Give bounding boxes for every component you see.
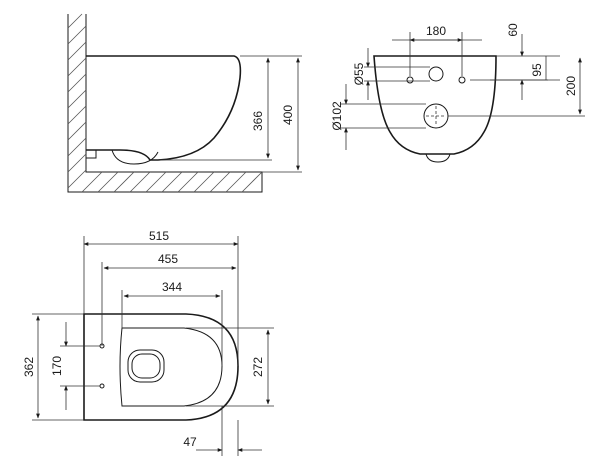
inlet-hole: [428, 66, 444, 82]
dim-top-offset: 60: [506, 23, 520, 37]
dim-seat-length: 455: [158, 252, 178, 266]
dim-outlet-diameter: Ø102: [330, 101, 344, 131]
dim-fixing-height: 95: [530, 63, 544, 77]
side-view: 366 400: [67, 13, 302, 193]
top-view: 515 455 344 362 170 272 47: [22, 229, 274, 456]
rear-view: 180 60 95 200 Ø55 Ø102: [330, 23, 585, 163]
dim-inlet-diameter: Ø55: [352, 62, 366, 85]
wall-hatched: [67, 13, 263, 193]
bowl-top-outline: [83, 313, 239, 421]
dim-fixing-spacing-top: 170: [50, 356, 64, 376]
dim-height-bowl: 366: [251, 111, 265, 131]
dim-height-total: 400: [281, 105, 295, 125]
dim-fixing-spacing: 180: [426, 24, 446, 38]
fixing-hole-bottom: [99, 383, 105, 389]
bowl-side-profile: [86, 55, 242, 161]
dim-opening-length: 344: [162, 280, 182, 294]
bowl-rear-outline: [373, 55, 497, 155]
fixing-hole-left: [406, 76, 414, 84]
rim-opening: [119, 327, 223, 407]
dim-opening-width: 272: [251, 357, 265, 377]
dim-total-width: 362: [22, 357, 36, 377]
water-well: [127, 349, 165, 383]
fixing-hole-right: [458, 76, 466, 84]
dim-total-length: 515: [149, 229, 169, 243]
dim-front-offset: 47: [183, 435, 197, 449]
dim-outlet-height: 200: [564, 76, 578, 96]
